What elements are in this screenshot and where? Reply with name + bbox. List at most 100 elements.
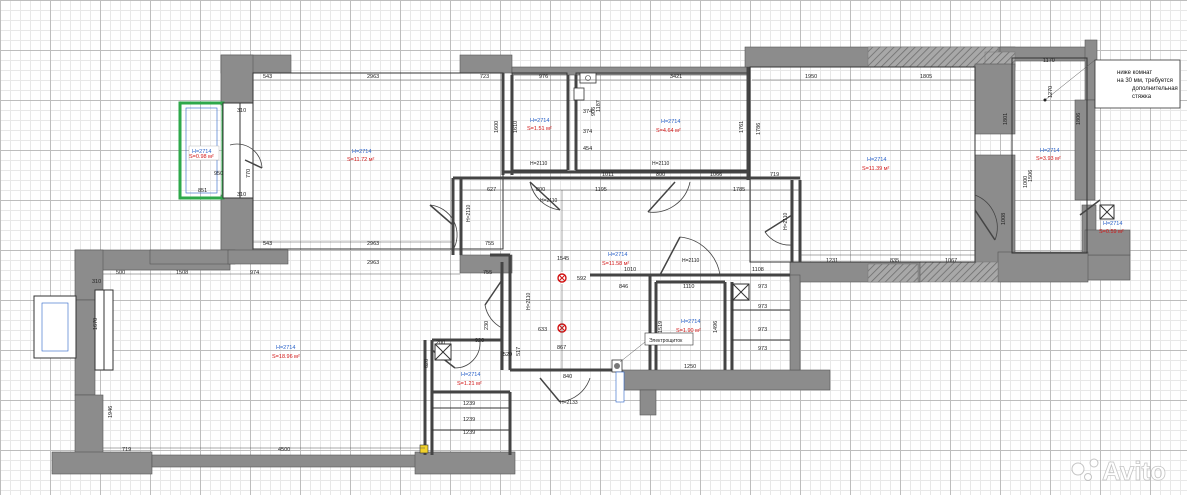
dimension-label: 1239 (463, 417, 475, 423)
dimension-label: 973 (758, 327, 767, 333)
room-area: S=1.90 м² (676, 328, 701, 334)
room-tags: H=2714 S=0.98 м² H=2714 S=11.72 м² H=271… (188, 118, 1124, 387)
note-line: на 30 мм, требуется (1117, 78, 1173, 84)
dimension-label: 1670 (93, 318, 99, 330)
dimension-label: 1108 (752, 267, 764, 273)
room-area: S=18.96 м² (272, 354, 300, 360)
dimension-label: 1170 (1043, 58, 1055, 64)
dimension-label: 1805 (920, 74, 932, 80)
room-height: H=2714 (608, 252, 627, 258)
dimension-label: 1067 (945, 258, 957, 264)
dimension-label: 374 (583, 109, 592, 115)
dimension-label: 770 (246, 169, 252, 178)
balcony-outline (178, 101, 254, 200)
avito-logo-icon (1071, 462, 1085, 476)
room-tag-closet: H=2714 S=1.90 м² (676, 319, 701, 334)
room-tag-balcony: H=2714 S=0.98 м² (188, 145, 220, 161)
room-height: H=2714 (867, 157, 886, 163)
dimension-label: 543 (263, 74, 272, 80)
dimension-label: 633 (538, 327, 547, 333)
dimension-label: 973 (758, 284, 767, 290)
dimension-label: 454 (583, 146, 592, 152)
dimension-label: 200 (436, 340, 445, 346)
room-area: S=11.39 м² (862, 166, 890, 172)
dimension-label: 1239 (463, 430, 475, 436)
dimension-label: 1946 (108, 406, 114, 418)
dimension-label: 719 (122, 447, 131, 453)
dimension-label: 846 (619, 284, 628, 290)
dimension-label: 1761 (739, 121, 745, 133)
door-height: H=2110 (652, 161, 670, 167)
dimension-label: 1239 (463, 401, 475, 407)
dimension-label: 3421 (670, 74, 682, 80)
room-area: S=4.64 м² (656, 128, 681, 134)
dimension-label: 310 (237, 192, 246, 198)
room-height: H=2714 (276, 345, 295, 351)
room-tag-hall: H=2714 S=11.58 м² (602, 252, 630, 267)
dimension-label: 1508 (176, 270, 188, 276)
dimension-label: 1187 (596, 100, 602, 112)
room-height: H=2714 (352, 149, 371, 155)
dimension-label: 1231 (826, 258, 838, 264)
watermark-text: Avito (1102, 456, 1166, 486)
room-tag-loggia-small: H=2714 S=0.59 м² (1099, 221, 1124, 235)
dimension-label: 973 (758, 304, 767, 310)
note-box: ниже комнат на 30 мм, требуется дополнит… (1043, 59, 1181, 109)
dimension-label: 1066 (710, 172, 722, 178)
dimension-label: 1506 (1028, 170, 1034, 182)
door-height: H=2133 (560, 400, 578, 406)
door-height: H=2110 (530, 161, 548, 167)
dimension-label: 1610 (513, 121, 519, 133)
door-height: H=2110 (540, 198, 558, 204)
dimension-label: 1010 (624, 267, 636, 273)
dimension-label: 2963 (367, 74, 379, 80)
room-tag-storage: H=2714 S=1.21 м² (457, 372, 482, 387)
note-line: ниже комнат (1117, 70, 1152, 76)
dimension-label: 1950 (805, 74, 817, 80)
dimension-label: 1000 (1023, 176, 1029, 188)
fixtures (419, 72, 1115, 454)
room-area: S=0.59 м² (1099, 229, 1124, 235)
dimension-label: 973 (758, 346, 767, 352)
dimension-values: 543 2963 723 976 3421 1950 1805 1170 543… (92, 58, 1082, 453)
electric-panel-text: Электрощиток (649, 338, 683, 344)
dimension-label: 1519 (658, 321, 664, 333)
dimension-label: 543 (263, 241, 272, 247)
note-line: дополнительная (1132, 86, 1178, 92)
dimension-label: 4500 (278, 447, 290, 453)
door-height: H=2110 (783, 212, 789, 230)
dimension-label: 950 (214, 171, 223, 177)
room-height: H=2714 (461, 372, 480, 378)
dimension-label: 2963 (367, 241, 379, 247)
exterior-walls (51, 39, 1131, 475)
dimension-label: 800 (656, 172, 665, 178)
room-height: H=2714 (1103, 221, 1122, 227)
room-area: S=0.98 м² (189, 154, 214, 160)
dimension-label: 1250 (684, 364, 696, 370)
dimension-label: 974 (250, 270, 259, 276)
dimension-label: 906 (591, 107, 597, 116)
bay-window (33, 289, 114, 371)
dimension-label: 310 (92, 279, 101, 285)
dimension-label: 1110 (683, 284, 694, 290)
room-area: S=1.51 м² (527, 126, 552, 132)
interior-walls (252, 57, 1088, 455)
dimension-lines (103, 59, 1096, 449)
dimension-label: 976 (539, 74, 548, 80)
room-tag-bath1: H=2714 S=1.51 м² (527, 118, 552, 132)
dimension-label: 755 (485, 241, 494, 247)
dimension-label: 1545 (557, 256, 569, 262)
dimension-label: 1195 (595, 187, 607, 193)
room-tag-room2: H=2714 S=11.39 м² (862, 157, 890, 172)
room-area: S=3.93 м² (1036, 156, 1061, 162)
dimension-label: 1270 (1048, 86, 1054, 98)
room-tag-bath2: H=2714 S=4.64 м² (656, 119, 681, 134)
dimension-label: 1806 (1076, 113, 1082, 125)
room-area: S=11.58 м² (602, 261, 630, 267)
room-tag-room1: H=2714 S=11.72 м² (347, 149, 375, 163)
dimension-label: 500 (116, 270, 125, 276)
room-height: H=2714 (192, 149, 211, 155)
dimension-label: 840 (563, 374, 572, 380)
dimension-label: 1786 (756, 123, 762, 135)
